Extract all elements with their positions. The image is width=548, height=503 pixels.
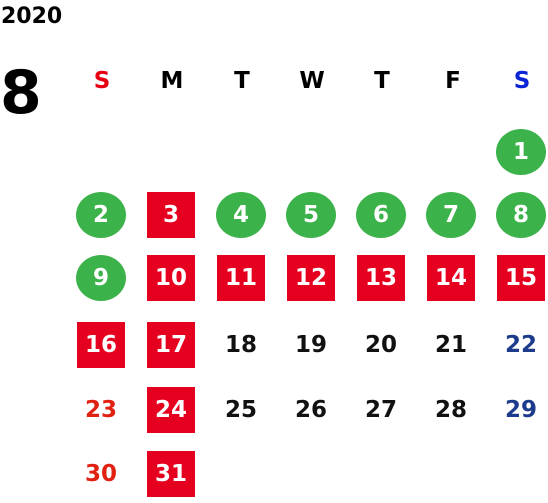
calendar-day[interactable]: 13 [357, 255, 405, 301]
month-number: 8 [0, 58, 42, 128]
calendar-day[interactable]: 4 [216, 192, 266, 238]
calendar-day[interactable]: 27 [364, 397, 397, 423]
calendar-day[interactable]: 12 [287, 255, 335, 301]
calendar-day[interactable]: 18 [224, 332, 257, 358]
weekday-friday: F [445, 68, 461, 94]
calendar-day[interactable]: 26 [294, 397, 327, 423]
weekday-monday: M [160, 68, 184, 94]
weekday-thursday: T [374, 68, 390, 94]
calendar-day[interactable]: 28 [434, 397, 467, 423]
calendar-day[interactable]: 6 [356, 192, 406, 238]
calendar-day[interactable]: 31 [147, 451, 195, 497]
calendar-day[interactable]: 29 [504, 397, 537, 423]
calendar-day[interactable]: 7 [426, 192, 476, 238]
year-label: 2020 [1, 4, 63, 29]
calendar-day[interactable]: 30 [84, 461, 117, 487]
calendar-day[interactable]: 25 [224, 397, 257, 423]
calendar-day[interactable]: 2 [76, 192, 126, 238]
calendar-day[interactable]: 22 [504, 332, 537, 358]
calendar-day[interactable]: 5 [286, 192, 336, 238]
weekday-tuesday: T [234, 68, 250, 94]
calendar-day[interactable]: 9 [76, 255, 126, 301]
calendar-day[interactable]: 20 [364, 332, 397, 358]
calendar-day[interactable]: 1 [496, 129, 546, 175]
calendar-day[interactable]: 23 [84, 397, 117, 423]
calendar-day[interactable]: 21 [434, 332, 467, 358]
calendar-day[interactable]: 15 [497, 255, 545, 301]
calendar-day[interactable]: 3 [147, 192, 195, 238]
calendar-day[interactable]: 24 [147, 387, 195, 433]
calendar-day[interactable]: 8 [496, 192, 546, 238]
calendar-day[interactable]: 19 [294, 332, 327, 358]
calendar-day[interactable]: 10 [147, 255, 195, 301]
calendar-day[interactable]: 14 [427, 255, 475, 301]
weekday-sunday: S [93, 68, 111, 94]
weekday-wednesday: W [299, 68, 325, 94]
calendar-day[interactable]: 16 [77, 322, 125, 368]
calendar-day[interactable]: 11 [217, 255, 265, 301]
calendar-day[interactable]: 17 [147, 322, 195, 368]
weekday-saturday: S [513, 68, 531, 94]
